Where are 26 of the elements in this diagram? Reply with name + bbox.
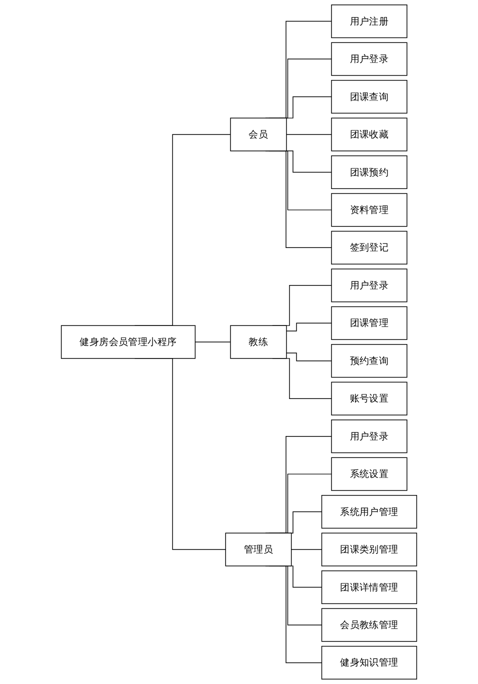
node-box: 健身房会员管理小程序 [60, 325, 196, 359]
node-box: 团课类别管理 [321, 532, 418, 566]
node-box: 系统用户管理 [321, 494, 418, 529]
connector [286, 352, 332, 362]
node-box: 会员 [230, 118, 287, 152]
node-box: 团课详情管理 [321, 570, 418, 604]
node-box: 会员教练管理 [321, 608, 418, 642]
node-box: 管理员 [225, 532, 292, 566]
node-box: 资料管理 [331, 193, 408, 227]
node-box: 用户注册 [331, 4, 408, 38]
node-box: 用户登录 [331, 42, 408, 76]
node-box: 签到登记 [331, 230, 408, 264]
connector [286, 322, 332, 332]
node-box: 团课管理 [331, 306, 408, 340]
connector [290, 549, 322, 550]
node-box: 系统设置 [331, 457, 408, 491]
node-box: 账号设置 [331, 382, 408, 416]
node-box: 团课查询 [331, 80, 408, 114]
node-box: 用户登录 [331, 420, 408, 454]
node-box: 健身知识管理 [321, 646, 418, 680]
node-box: 团课收藏 [331, 118, 408, 152]
node-box: 教练 [230, 325, 287, 359]
node-box: 预约查询 [331, 344, 408, 378]
connector [286, 134, 332, 135]
node-box: 用户登录 [331, 268, 408, 302]
node-box: 团课预约 [331, 155, 408, 190]
